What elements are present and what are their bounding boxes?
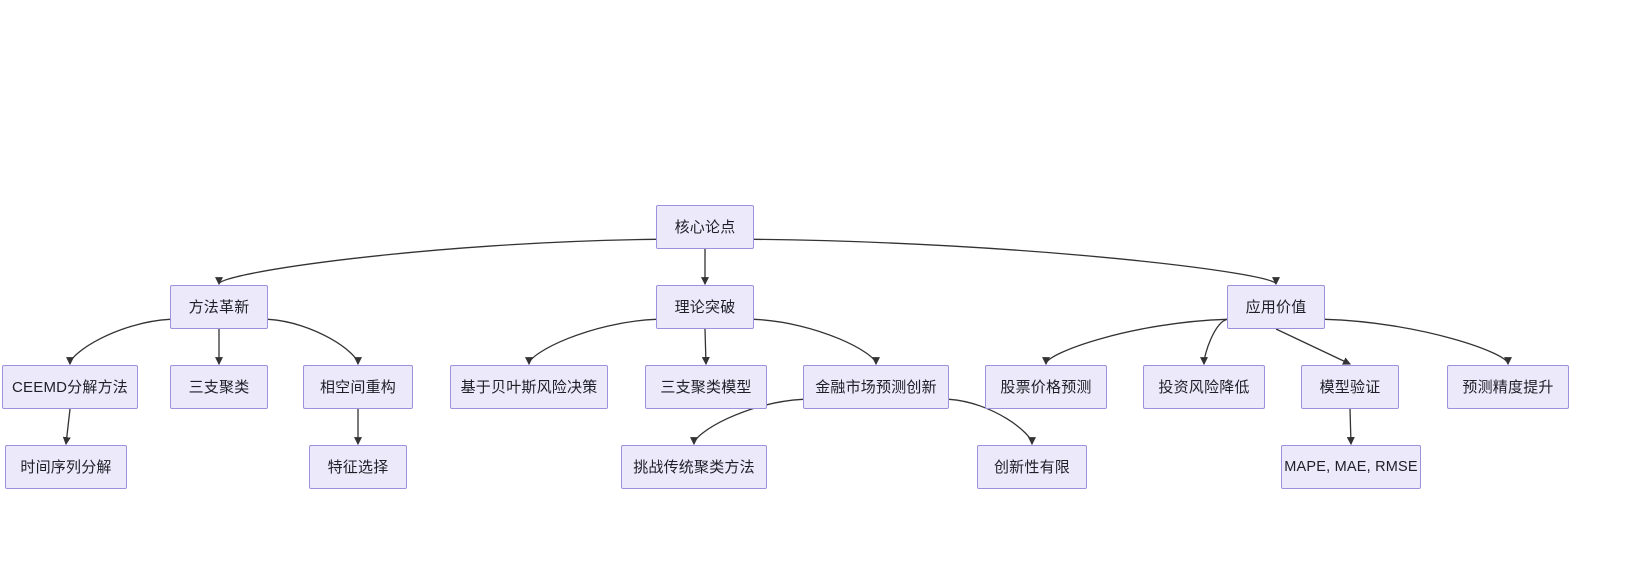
node-l4c1[interactable]: MAPE, MAE, RMSE [1281,445,1421,489]
node-l3c3[interactable]: 模型验证 [1301,365,1399,409]
node-l3b3[interactable]: 金融市场预测创新 [803,365,949,409]
node-label: 时间序列分解 [20,458,112,476]
edge-l2c-to-l3c2 [1199,318,1228,366]
edge-l2a-to-l3a1 [66,318,171,366]
node-label: 理论突破 [674,298,736,316]
node-label: 创新性有限 [993,458,1070,476]
node-l3b1[interactable]: 基于贝叶斯风险决策 [450,365,608,409]
node-l3c2[interactable]: 投资风险降低 [1143,365,1265,409]
edge-root-to-l2a [215,238,657,286]
node-label: 三支聚类模型 [660,378,752,396]
edge-l2c-to-l3c4 [1324,318,1512,366]
node-l3a2[interactable]: 三支聚类 [170,365,268,409]
edge-l2b-to-l3b1 [525,318,657,366]
node-l4b2[interactable]: 创新性有限 [977,445,1087,489]
node-label: 相空间重构 [319,378,396,396]
node-l3a3[interactable]: 相空间重构 [303,365,413,409]
node-label: 方法革新 [188,298,250,316]
edge-l2b-to-l3b2 [701,328,710,366]
node-l3a1[interactable]: CEEMD分解方法 [2,365,138,409]
node-l3c1[interactable]: 股票价格预测 [985,365,1107,409]
edge-l3a1-to-l4a1 [62,408,71,446]
node-l3b2[interactable]: 三支聚类模型 [645,365,767,409]
node-label: MAPE, MAE, RMSE [1284,458,1418,475]
node-l2a[interactable]: 方法革新 [170,285,268,329]
node-root[interactable]: 核心论点 [656,205,754,249]
node-label: CEEMD分解方法 [12,378,128,396]
edge-l3c3-to-l4c1 [1346,408,1355,446]
edge-root-to-l2c [753,238,1280,286]
node-label: 模型验证 [1319,378,1381,396]
node-l2b[interactable]: 理论突破 [656,285,754,329]
node-label: 特征选择 [327,458,389,476]
node-label: 预测精度提升 [1462,378,1554,396]
node-label: 挑战传统聚类方法 [633,458,755,476]
node-l4b1[interactable]: 挑战传统聚类方法 [621,445,767,489]
node-l4a2[interactable]: 特征选择 [309,445,407,489]
node-label: 股票价格预测 [1000,378,1092,396]
edge-l2a-to-l3a3 [267,318,363,366]
edge-l2c-to-l3c1 [1042,318,1228,366]
edge-l2c-to-l3c3 [1275,328,1352,365]
node-label: 应用价值 [1245,298,1307,316]
node-label: 基于贝叶斯风险决策 [460,378,598,396]
node-label: 金融市场预测创新 [815,378,937,396]
node-label: 三支聚类 [188,378,250,396]
node-label: 核心论点 [674,218,736,236]
node-l2c[interactable]: 应用价值 [1227,285,1325,329]
node-l4a1[interactable]: 时间序列分解 [5,445,127,489]
node-label: 投资风险降低 [1158,378,1250,396]
node-l3c4[interactable]: 预测精度提升 [1447,365,1569,409]
edge-l2b-to-l3b3 [753,318,880,366]
